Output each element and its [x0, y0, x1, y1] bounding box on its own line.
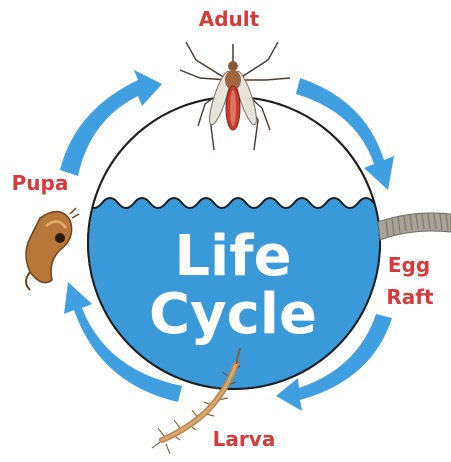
label-larva: Larva: [213, 427, 276, 451]
label-raft: Raft: [386, 285, 434, 309]
label-adult: Adult: [199, 7, 260, 31]
label-egg: Egg: [388, 253, 430, 277]
pupa-icon: [26, 208, 79, 290]
center-title-line2: Cycle: [149, 282, 317, 347]
center-title-line1: Life: [174, 224, 291, 289]
egg-raft-icon: [378, 213, 451, 240]
label-pupa: Pupa: [12, 171, 69, 195]
